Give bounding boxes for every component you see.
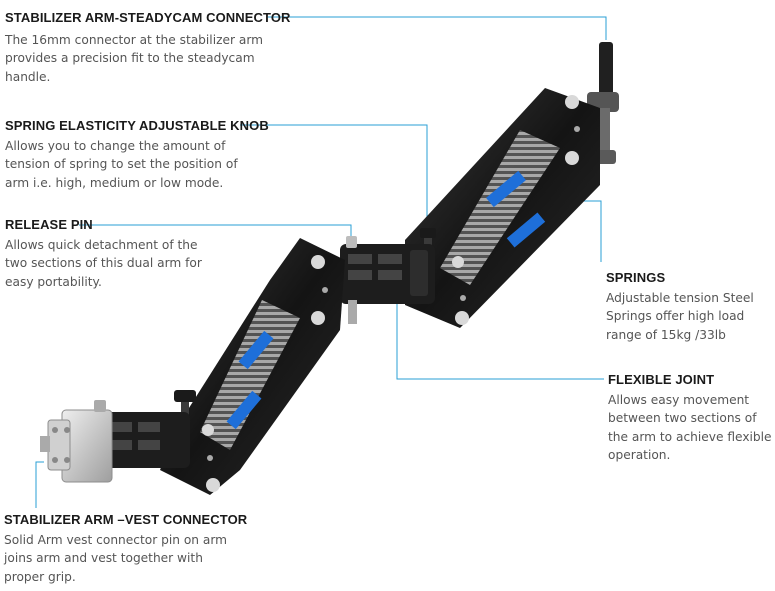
upper-arm-section bbox=[405, 88, 600, 328]
callout-title: STABILIZER ARM-STEADYCAM CONNECTOR bbox=[5, 10, 291, 25]
lower-arm-section bbox=[160, 238, 345, 495]
callout-flexible-joint: FLEXIBLE JOINT Allows easy movement betw… bbox=[608, 372, 772, 464]
description-line: Adjustable tension Steel bbox=[606, 291, 754, 305]
description-line: Allows easy movement bbox=[608, 393, 750, 407]
vest-connector-block bbox=[40, 400, 113, 483]
description-line: Springs offer high load bbox=[606, 309, 745, 324]
description-line: two sections of this dual arm for bbox=[5, 256, 202, 271]
description-line: joins arm and vest together with bbox=[4, 551, 203, 566]
lower-spring-knob bbox=[174, 390, 196, 416]
description-line: proper grip. bbox=[4, 569, 76, 584]
leader-line-flexible-joint bbox=[396, 295, 604, 380]
callout-description: The 16mm connector at the stabilizer arm… bbox=[5, 31, 291, 86]
callout-title: STABILIZER ARM –VEST CONNECTOR bbox=[4, 512, 248, 527]
leader-line-vest-connector bbox=[35, 461, 44, 508]
description-line: operation. bbox=[608, 447, 671, 462]
description-line: easy portability. bbox=[5, 274, 102, 289]
callout-description: Solid Arm vest connector pin on arm join… bbox=[4, 531, 247, 586]
callout-title: FLEXIBLE JOINT bbox=[608, 372, 715, 387]
callout-title: SPRINGS bbox=[606, 270, 666, 285]
description-line: Allows you to change the amount of bbox=[5, 139, 226, 153]
description-line: range of 15kg /33lb bbox=[606, 327, 726, 342]
leader-line-spring-knob bbox=[240, 124, 428, 228]
callout-springs: SPRINGS Adjustable tension Steel Springs… bbox=[606, 270, 754, 344]
leader-line-release-pin bbox=[79, 224, 352, 236]
callout-description: Allows you to change the amount of tensi… bbox=[5, 137, 269, 192]
release-pin bbox=[346, 236, 357, 324]
callout-description: Allows easy movement between two section… bbox=[608, 391, 772, 464]
description-line: Solid Arm vest connector pin on arm bbox=[4, 533, 228, 547]
leader-line-stabilizer-connector bbox=[268, 16, 607, 40]
callout-vest-connector: STABILIZER ARM –VEST CONNECTOR Solid Arm… bbox=[4, 512, 247, 586]
description-line: The 16mm connector at the stabilizer arm bbox=[5, 33, 263, 47]
description-line: the arm to achieve flexible bbox=[608, 429, 772, 444]
description-line: Allows quick detachment of the bbox=[5, 238, 198, 252]
lower-hinge-block bbox=[100, 412, 190, 468]
description-line: tension of spring to set the position of bbox=[5, 157, 238, 172]
callout-stabilizer-connector: STABILIZER ARM-STEADYCAM CONNECTOR The 1… bbox=[5, 10, 291, 86]
flexible-joint bbox=[340, 244, 435, 304]
callout-title: RELEASE PIN bbox=[5, 217, 93, 232]
callout-title: SPRING ELASTICITY ADJUSTABLE KNOB bbox=[5, 118, 269, 133]
description-line: provides a precision fit to the steadyca… bbox=[5, 51, 255, 66]
description-line: between two sections of bbox=[608, 411, 757, 426]
description-line: handle. bbox=[5, 69, 51, 84]
callout-spring-knob: SPRING ELASTICITY ADJUSTABLE KNOB Allows… bbox=[5, 118, 269, 192]
callout-description: Adjustable tension Steel Springs offer h… bbox=[606, 289, 754, 344]
description-line: arm i.e. high, medium or low mode. bbox=[5, 175, 224, 190]
callout-description: Allows quick detachment of the two secti… bbox=[5, 236, 202, 291]
callout-release-pin: RELEASE PIN Allows quick detachment of t… bbox=[5, 217, 202, 291]
